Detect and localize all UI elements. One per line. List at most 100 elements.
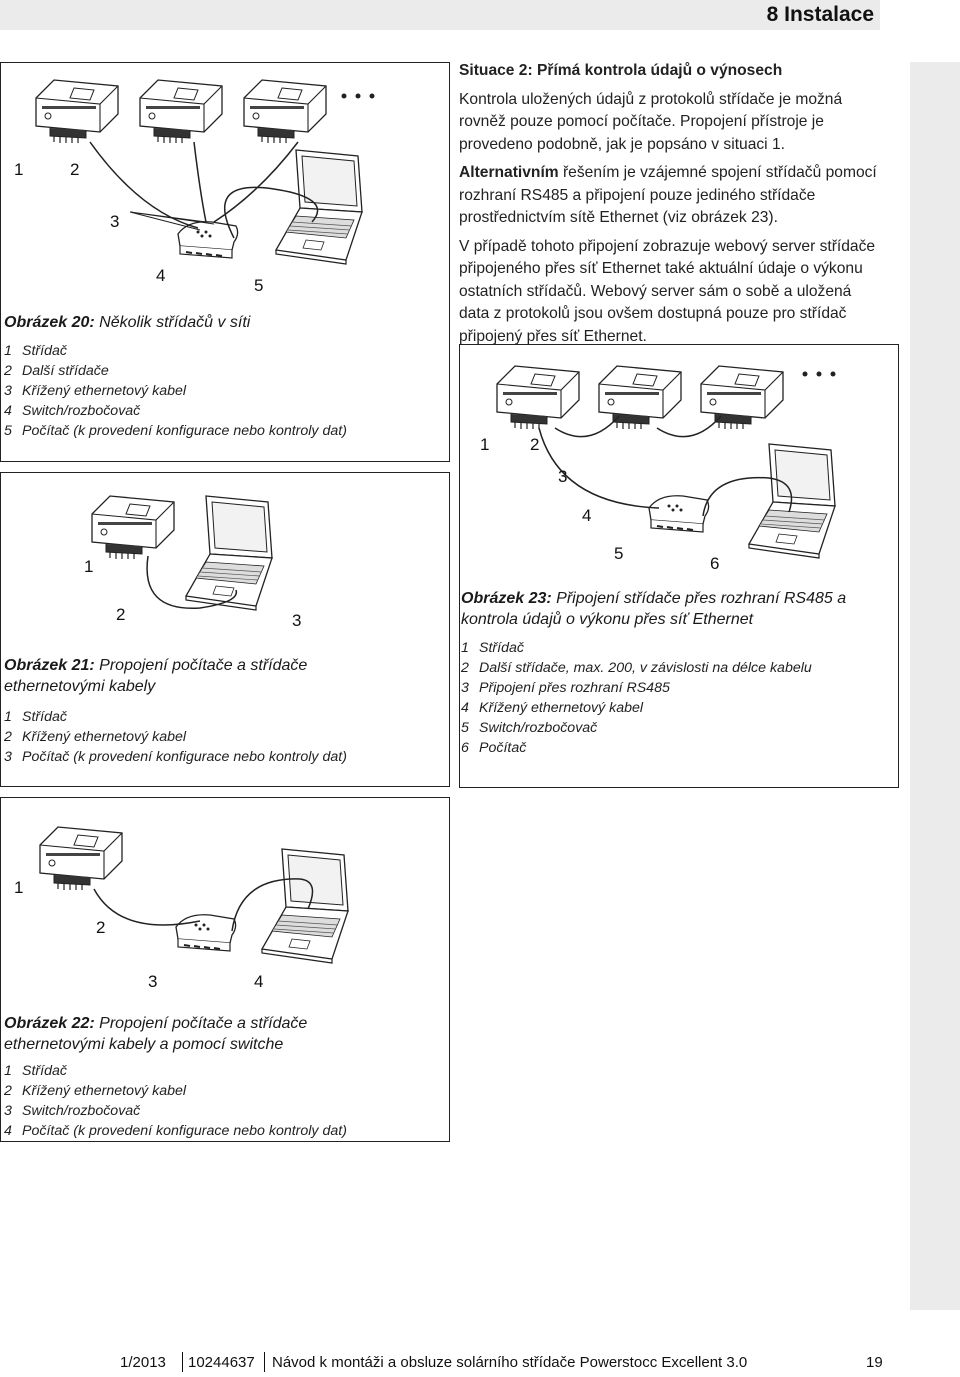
- legend-text: Switch/rozbočovač: [479, 720, 598, 736]
- legend-text: Křížený ethernetový kabel: [22, 729, 187, 745]
- situation-text-block: Situace 2: Přímá kontrola údajů o výnose…: [459, 60, 884, 354]
- figure-23-illustration: [496, 365, 836, 559]
- situation-emphasis: Alternativním: [459, 164, 559, 181]
- legend-item: 3 Křížený ethernetový kabel: [4, 381, 347, 401]
- legend-number: 3: [461, 680, 469, 696]
- legend-number: 5: [4, 423, 12, 439]
- legend-item: 3 Switch/rozbočovač: [4, 1101, 347, 1121]
- fig20-legend: 1 Střídač 2 Další střídače 3 Křížený ethern…: [4, 341, 347, 441]
- fig23-number-2: 2: [530, 435, 540, 454]
- legend-number: 5: [461, 720, 469, 736]
- footer-divider: [182, 1352, 183, 1372]
- legend-item: 1 Střídač: [461, 638, 812, 658]
- legend-number: 2: [4, 729, 12, 745]
- fig20-number-1: 1: [14, 160, 24, 179]
- fig20-caption: Obrázek 20: Několik střídačů v síti: [4, 312, 444, 333]
- fig22-caption-label: Obrázek 22:: [4, 1015, 95, 1032]
- legend-item: 2 Křížený ethernetový kabel: [4, 1081, 347, 1101]
- legend-item: 5 Počítač (k provedení konfigurace nebo k…: [4, 421, 347, 441]
- legend-item: 4 Počítač (k provedení konfigurace nebo k…: [4, 1121, 347, 1141]
- legend-item: 5 Switch/rozbočovač: [461, 718, 812, 738]
- footer-title: Návod k montáži a obsluze solárního stří…: [272, 1354, 748, 1371]
- legend-item: 1 Střídač: [4, 341, 347, 361]
- fig20-number-3: 3: [110, 212, 120, 231]
- legend-number: 4: [4, 403, 12, 419]
- header-bar: [0, 0, 880, 30]
- fig23-legend: 1 Střídač 2 Další střídače, max. 200, v zá…: [461, 638, 812, 758]
- fig23-caption-label: Obrázek 23:: [461, 590, 552, 607]
- legend-text: Střídač: [479, 640, 524, 656]
- fig22-number-2: 2: [96, 918, 106, 937]
- legend-item: 2 Další střídače, max. 200, v závislosti …: [461, 658, 812, 678]
- legend-number: 2: [461, 660, 469, 676]
- legend-text: Další střídače: [22, 363, 109, 379]
- fig20-number-5: 5: [254, 276, 264, 295]
- legend-number: 3: [4, 1103, 12, 1119]
- legend-number: 6: [461, 740, 469, 756]
- fig20-caption-text: Několik střídačů v síti: [99, 314, 251, 331]
- fig21-caption: Obrázek 21: Propojení počítače a střídač…: [4, 655, 384, 697]
- situation-paragraph-1: Kontrola uložených údajů z protokolů stř…: [459, 90, 843, 153]
- legend-number: 1: [4, 1063, 12, 1079]
- fig23-number-1: 1: [480, 435, 490, 454]
- fig22-caption-text: Propojení počítače a střídače ethernetov…: [4, 1015, 308, 1053]
- legend-text: Switch/rozbočovač: [22, 403, 141, 419]
- legend-item: 4 Switch/rozbočovač: [4, 401, 347, 421]
- fig23-caption: Obrázek 23: Připojení střídače přes rozh…: [461, 588, 881, 630]
- legend-number: 1: [4, 343, 12, 359]
- fig22-number-3: 3: [148, 972, 158, 991]
- fig23-caption-text: Připojení střídače přes rozhraní RS485 a…: [461, 590, 847, 628]
- fig21-number-1: 1: [84, 557, 94, 576]
- chapter-title: 8 Instalace: [766, 3, 874, 26]
- legend-number: 4: [461, 700, 469, 716]
- legend-text: Křížený ethernetový kabel: [22, 1083, 187, 1099]
- side-margin-strip: [910, 62, 960, 1310]
- legend-number: 2: [4, 363, 12, 379]
- legend-text: Počítač (k provedení konfigurace nebo ko…: [22, 1123, 347, 1139]
- legend-text: Počítač: [479, 740, 527, 756]
- footer-date: 1/2013: [120, 1354, 166, 1371]
- fig20-number-4: 4: [156, 266, 166, 285]
- fig23-number-3: 3: [558, 467, 568, 486]
- situation-paragraph-2: Alternativním řešením je vzájemné spojen…: [459, 162, 884, 230]
- legend-text: Další střídače, max. 200, v závislosti n…: [479, 660, 812, 676]
- fig20-caption-label: Obrázek 20:: [4, 314, 95, 331]
- situation-heading: Situace 2: Přímá kontrola údajů o výnose…: [459, 62, 783, 79]
- legend-text: Křížený ethernetový kabel: [22, 383, 187, 399]
- legend-item: 2 Další střídače: [4, 361, 347, 381]
- legend-number: 1: [461, 640, 469, 656]
- figure-22-illustration: [39, 826, 349, 964]
- fig23-number-5: 5: [614, 544, 624, 563]
- footer-doc-number: 10244637: [188, 1354, 255, 1371]
- legend-text: Střídač: [22, 343, 67, 359]
- legend-number: 4: [4, 1123, 12, 1139]
- legend-number: 3: [4, 749, 12, 765]
- legend-text: Počítač (k provedení konfigurace nebo ko…: [22, 749, 347, 765]
- legend-item: 1 Střídač: [4, 1061, 347, 1081]
- fig21-caption-label: Obrázek 21:: [4, 657, 95, 674]
- fig23-number-4: 4: [582, 506, 592, 525]
- legend-text: Počítač (k provedení konfigurace nebo ko…: [22, 423, 347, 439]
- legend-text: Střídač: [22, 1063, 67, 1079]
- legend-number: 1: [4, 709, 12, 725]
- fig21-caption-text: Propojení počítače a střídače ethernetov…: [4, 657, 308, 695]
- legend-item: 3 Počítač (k provedení konfigurace nebo k…: [4, 747, 347, 767]
- fig20-number-2: 2: [70, 160, 80, 179]
- fig22-legend: 1 Střídač 2 Křížený ethernetový kabel 3 Swi…: [4, 1061, 347, 1141]
- fig22-number-4: 4: [254, 972, 264, 991]
- figure-20-illustration: [35, 79, 375, 265]
- legend-number: 2: [4, 1083, 12, 1099]
- legend-text: Switch/rozbočovač: [22, 1103, 141, 1119]
- footer-divider: [264, 1352, 265, 1372]
- fig22-number-1: 1: [14, 878, 24, 897]
- legend-item: 6 Počítač: [461, 738, 812, 758]
- fig21-number-2: 2: [116, 605, 126, 624]
- fig23-number-6: 6: [710, 554, 720, 573]
- legend-number: 3: [4, 383, 12, 399]
- legend-item: 2 Křížený ethernetový kabel: [4, 727, 347, 747]
- fig21-number-3: 3: [292, 611, 302, 630]
